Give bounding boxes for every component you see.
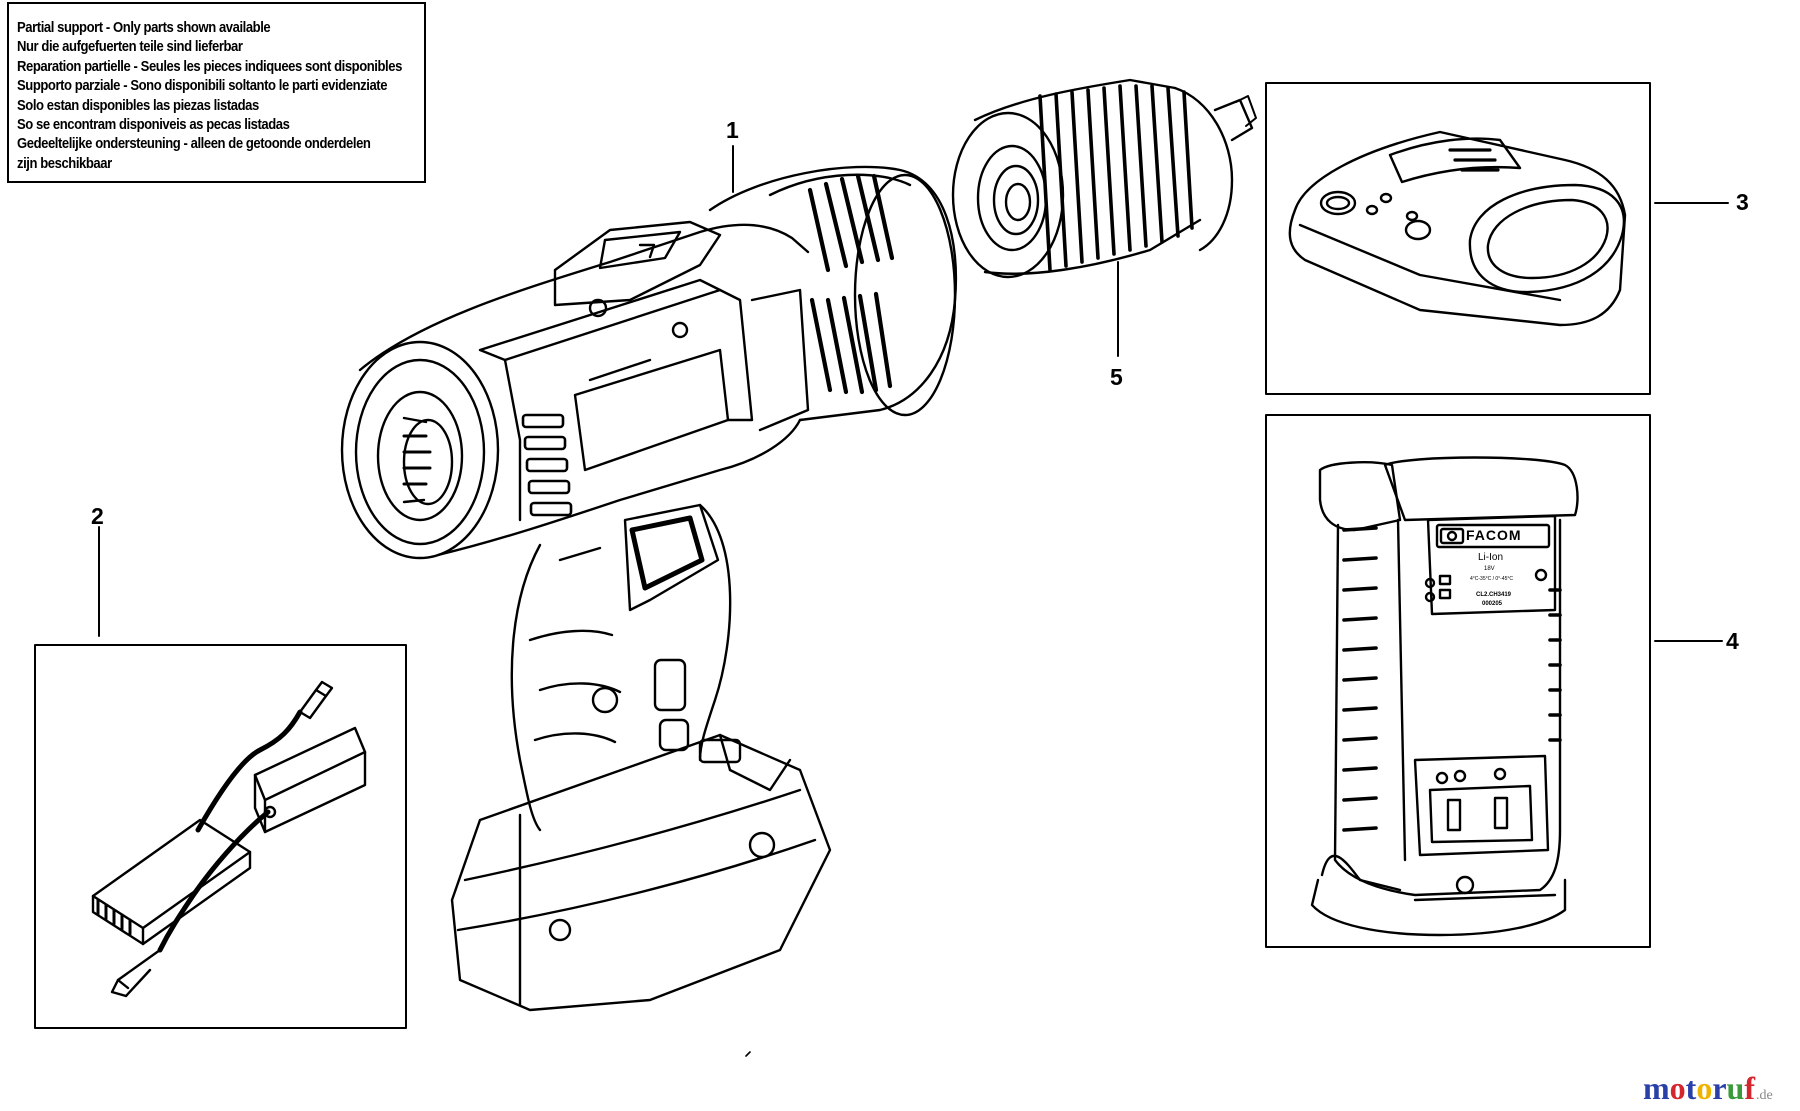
callout-3: 3 bbox=[1736, 189, 1749, 215]
wm-letter: r bbox=[1712, 1070, 1727, 1106]
wm-letter: o bbox=[1696, 1070, 1713, 1106]
notice-line: zijn beschikbaar bbox=[17, 154, 112, 172]
chuck bbox=[951, 78, 1257, 357]
motoruf-watermark: motoruf.de bbox=[1643, 1070, 1773, 1107]
charger-brand-text: FACOM bbox=[1466, 527, 1522, 543]
partial-support-notice: Partial support - Only parts shown avail… bbox=[7, 2, 426, 183]
carbon-brushes bbox=[34, 526, 407, 1029]
wm-letter: t bbox=[1685, 1070, 1697, 1106]
battery-pack bbox=[1265, 82, 1729, 395]
callout-4: 4 bbox=[1726, 628, 1739, 654]
charger-code-text: 000205 bbox=[1482, 601, 1503, 607]
wm-letter: o bbox=[1669, 1070, 1686, 1106]
wm-letter: f bbox=[1744, 1070, 1755, 1106]
notice-line: Solo estan disponibles las piezas listad… bbox=[17, 96, 259, 114]
notice-line: Partial support - Only parts shown avail… bbox=[17, 19, 271, 36]
charger-voltage-text: 18V bbox=[1484, 566, 1495, 572]
callout-1: 1 bbox=[726, 117, 739, 143]
callout-5: 5 bbox=[1110, 364, 1123, 390]
notice-line: Supporto parziale - Sono disponibili sol… bbox=[17, 77, 388, 95]
charger bbox=[1265, 414, 1723, 948]
stray-mark bbox=[745, 1051, 751, 1057]
charger-chemistry-text: Li-Ion bbox=[1478, 552, 1504, 563]
notice-line: Nur die aufgefuerten teile sind lieferba… bbox=[17, 38, 243, 56]
charger-model-text: CL2.CH3419 bbox=[1476, 592, 1512, 598]
notice-line: So se encontram disponiveis as pecas lis… bbox=[17, 116, 290, 134]
notice-line: Gedeeltelijke ondersteuning - alleen de … bbox=[17, 135, 371, 153]
wm-letter: u bbox=[1726, 1070, 1745, 1106]
notice-line: Reparation partielle - Seules les pieces… bbox=[17, 57, 402, 75]
wm-letter: m bbox=[1643, 1070, 1670, 1106]
drill-body bbox=[340, 145, 958, 1012]
wm-tail: .de bbox=[1755, 1088, 1773, 1103]
charger-temp-text: 4°C-35°C / 0°-45°C bbox=[1470, 576, 1514, 582]
callout-2: 2 bbox=[91, 503, 104, 529]
